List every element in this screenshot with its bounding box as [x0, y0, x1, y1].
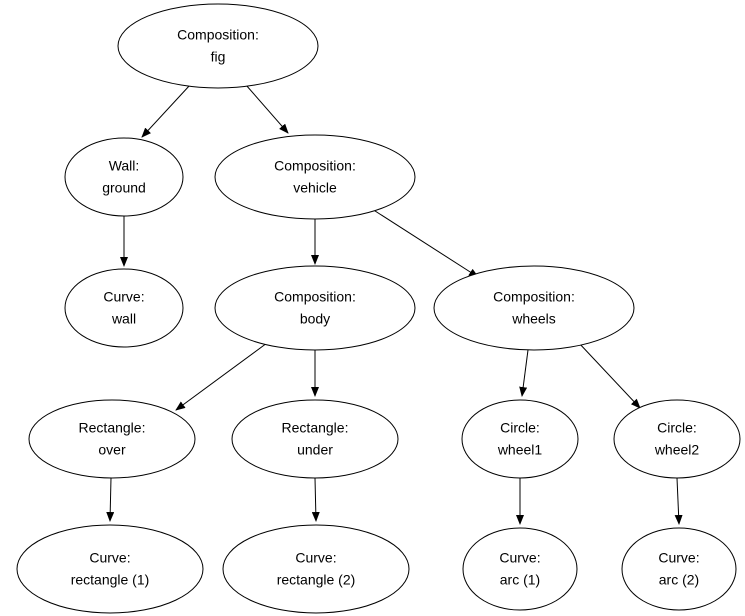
node-label-type-body: Composition: [274, 289, 356, 305]
node-arc2[interactable]: Curve: arc (2) [621, 527, 737, 611]
node-label-type-under: Rectangle: [282, 420, 349, 436]
node-label-name-wheel1: wheel1 [497, 442, 543, 458]
edge-fig-to-vehicle [245, 84, 289, 134]
edge-wheels-to-wheel1 [519, 349, 529, 397]
node-label-name-arc1: arc (1) [500, 572, 540, 588]
edge-line [245, 84, 289, 134]
edge-line [141, 84, 191, 138]
node-arc1[interactable]: Curve: arc (1) [462, 527, 578, 611]
node-body[interactable]: Composition: body [214, 265, 416, 351]
node-under[interactable]: Rectangle: under [231, 399, 399, 479]
node-shape-wheel2[interactable] [613, 399, 741, 479]
node-label-type-rectangle1: Curve: [89, 550, 130, 566]
node-shape-rectangle1[interactable] [16, 524, 204, 614]
node-shape-arc2[interactable] [621, 527, 737, 611]
node-wheel2[interactable]: Circle: wheel2 [613, 399, 741, 479]
edge-over-to-rectangle1 [106, 477, 115, 522]
node-label-type-fig: Composition: [177, 27, 259, 43]
node-label-name-wall: wall [111, 311, 136, 327]
node-shape-over[interactable] [28, 399, 196, 479]
node-label-name-ground: ground [102, 180, 146, 196]
node-shape-wheel1[interactable] [461, 399, 579, 479]
node-label-name-arc2: arc (2) [659, 572, 699, 588]
node-shape-under[interactable] [231, 399, 399, 479]
node-wheel1[interactable]: Circle: wheel1 [461, 399, 579, 479]
node-wheels[interactable]: Composition: wheels [433, 265, 635, 351]
node-label-name-under: under [297, 442, 333, 458]
node-label-name-wheels: wheels [511, 311, 556, 327]
node-label-type-arc2: Curve: [658, 550, 699, 566]
node-label-type-vehicle: Composition: [274, 158, 356, 174]
node-rectangle1[interactable]: Curve: rectangle (1) [16, 524, 204, 614]
edge-line [175, 342, 268, 411]
edge-wheels-to-wheel2 [577, 341, 641, 409]
node-label-name-wheel2: wheel2 [654, 442, 700, 458]
node-shape-arc1[interactable] [462, 527, 578, 611]
node-label-type-ground: Wall: [109, 158, 140, 174]
node-label-name-vehicle: vehicle [293, 180, 337, 196]
edge-line [577, 341, 641, 409]
edge-line [519, 349, 529, 397]
node-ground[interactable]: Wall: ground [64, 137, 184, 217]
node-shape-ground[interactable] [64, 137, 184, 217]
node-label-type-over: Rectangle: [79, 420, 146, 436]
node-label-type-wheel2: Circle: [657, 420, 697, 436]
edge-under-to-rectangle2 [311, 477, 320, 522]
node-label-name-rectangle2: rectangle (2) [277, 572, 356, 588]
node-label-type-rectangle2: Curve: [295, 550, 336, 566]
node-over[interactable]: Rectangle: over [28, 399, 196, 479]
node-shape-body[interactable] [214, 265, 416, 351]
edge-line [106, 477, 115, 522]
node-label-name-over: over [98, 442, 126, 458]
edge-line [371, 208, 479, 278]
edge-line [674, 477, 683, 525]
node-label-type-wheel1: Circle: [500, 420, 540, 436]
node-label-name-fig: fig [211, 49, 226, 65]
node-fig[interactable]: Composition: fig [117, 3, 319, 89]
node-shape-vehicle[interactable] [214, 134, 416, 220]
node-label-name-body: body [300, 311, 330, 327]
node-shape-rectangle2[interactable] [222, 524, 410, 614]
node-shape-fig[interactable] [117, 3, 319, 89]
node-label-name-rectangle1: rectangle (1) [71, 572, 150, 588]
node-label-type-wheels: Composition: [493, 289, 575, 305]
edge-vehicle-to-wheels [371, 208, 479, 278]
node-rectangle2[interactable]: Curve: rectangle (2) [222, 524, 410, 614]
node-wall[interactable]: Curve: wall [64, 268, 184, 348]
node-vehicle[interactable]: Composition: vehicle [214, 134, 416, 220]
node-shape-wall[interactable] [64, 268, 184, 348]
node-shape-wheels[interactable] [433, 265, 635, 351]
edge-fig-to-ground [141, 84, 191, 138]
edge-line [311, 477, 320, 522]
edge-body-to-over [175, 342, 268, 411]
node-label-type-wall: Curve: [103, 289, 144, 305]
edges-layer [106, 84, 683, 525]
node-label-type-arc1: Curve: [499, 550, 540, 566]
edge-wheel2-to-arc2 [674, 477, 683, 525]
nodes-layer: Composition:figWall:groundComposition:ve… [16, 3, 741, 614]
